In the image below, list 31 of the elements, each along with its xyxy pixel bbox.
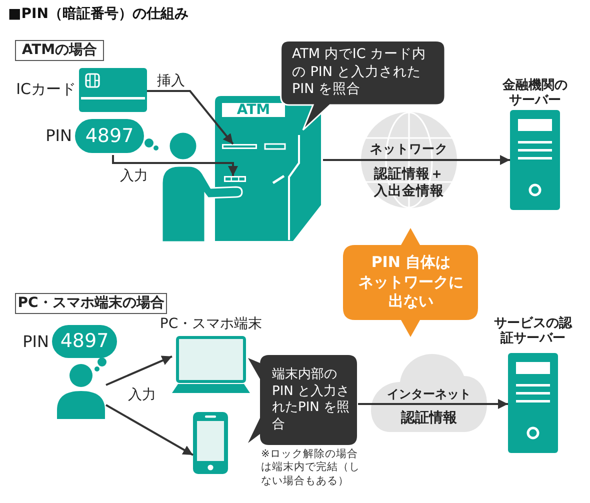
connector-line <box>323 159 360 161</box>
data-label: 認証情報 <box>401 410 457 426</box>
section-label: PC・スマホ端末の場合 <box>15 293 167 314</box>
arrow <box>106 404 194 456</box>
device-caption: PC・スマホ端末 <box>160 316 262 332</box>
arrow <box>106 355 172 386</box>
arrow <box>458 155 510 165</box>
section-label: ATMの場合 <box>15 40 104 61</box>
bubble-text: PIN 自体はネットワークに出ない <box>358 253 464 310</box>
pin-caption: PIN <box>46 126 72 145</box>
arrow <box>147 90 234 145</box>
pin-number: 4897 <box>85 125 134 147</box>
arrow <box>112 155 238 176</box>
network-label: ネットワーク <box>370 141 448 156</box>
data-label: 認証情報＋入出金情報 <box>374 166 444 199</box>
server-caption: サービスの認証サーバー <box>494 316 572 346</box>
page-title: ■PIN（暗証番号）の仕組み <box>8 5 188 23</box>
footnote: ※ロック解除の場合は端末内で完結（しない場合もある） <box>261 448 360 487</box>
edge-label: 挿入 <box>157 73 185 89</box>
card-caption: ICカード <box>16 80 76 98</box>
atm-sign: ATM <box>222 103 285 117</box>
pin-caption: PIN <box>22 332 49 351</box>
network-label: インターネット <box>387 387 471 401</box>
pin-number: 4897 <box>60 330 109 352</box>
edge-label: 入力 <box>120 168 148 184</box>
bubble-text: 端末内部のPIN と入力されたPIN を照合 <box>272 367 350 432</box>
arrow <box>488 399 508 409</box>
connector-line <box>358 403 370 405</box>
server-caption: 金融機関のサーバー <box>502 78 568 108</box>
bubble-text: ATM 内でIC カード内の PIN と入力された PIN を照合 <box>292 46 426 97</box>
edge-label: 入力 <box>128 387 156 403</box>
